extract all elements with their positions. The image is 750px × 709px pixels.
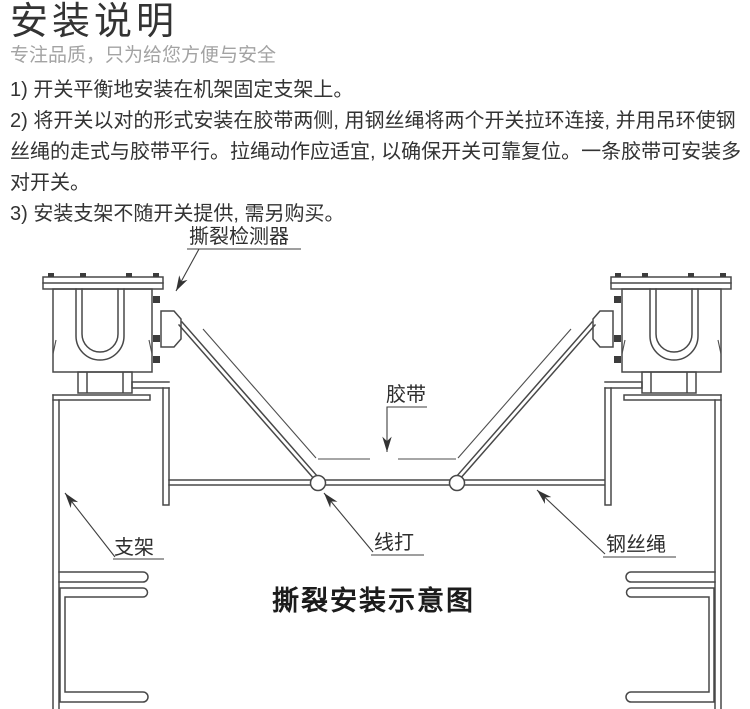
leader-belt bbox=[382, 406, 427, 452]
label-wire-clamp-group: 线打 bbox=[323, 492, 424, 556]
label-belt: 胶带 bbox=[386, 383, 426, 406]
wire-clamp-circle bbox=[448, 474, 466, 492]
label-detector: 撕裂检测器 bbox=[189, 225, 289, 248]
wire-rope-lines bbox=[168, 320, 605, 492]
label-bracket: 支架 bbox=[114, 536, 154, 559]
label-wire-rope: 钢丝绳 bbox=[606, 533, 666, 556]
label-wire-rope-group: 钢丝绳 bbox=[536, 489, 676, 558]
instruction-item: 3) 安装支架不随开关提供, 需另购买。 bbox=[10, 203, 345, 225]
label-bracket-group: 支架 bbox=[64, 492, 164, 560]
diagram-caption: 撕裂安装示意图 bbox=[272, 585, 475, 616]
page-title: 安装说明 bbox=[10, 1, 179, 43]
belt-lines bbox=[202, 328, 572, 460]
leader-bracket bbox=[64, 492, 116, 558]
label-wire-clamp: 线打 bbox=[374, 531, 414, 554]
left-detector-figure bbox=[42, 273, 182, 394]
instruction-item: 1) 开关平衡地安装在机架固定支架上。 bbox=[10, 79, 354, 101]
leader-detector bbox=[175, 248, 200, 292]
instruction-list: 1) 开关平衡地安装在机架固定支架上。 2) 将开关以对的形式安装在胶带两侧, … bbox=[10, 75, 750, 230]
label-belt-group: 胶带 bbox=[382, 383, 427, 452]
instruction-item: 2) 将开关以对的形式安装在胶带两侧, 用钢丝绳将两个开关拉环连接, 并用吊环使… bbox=[10, 110, 742, 194]
label-detector-group: 撕裂检测器 bbox=[175, 225, 301, 292]
right-bracket-figure bbox=[604, 381, 722, 709]
right-detector-figure bbox=[592, 273, 732, 394]
page-header: 安装说明 专注品质，只为给您方便与安全 1) 开关平衡地安装在机架固定支架上。 … bbox=[10, 0, 746, 230]
wire-clamp-circle bbox=[309, 474, 327, 492]
leader-wire-clamp bbox=[323, 492, 374, 553]
leader-wire-rope bbox=[536, 489, 606, 555]
page-subtitle: 专注品质，只为给您方便与安全 bbox=[10, 45, 277, 66]
